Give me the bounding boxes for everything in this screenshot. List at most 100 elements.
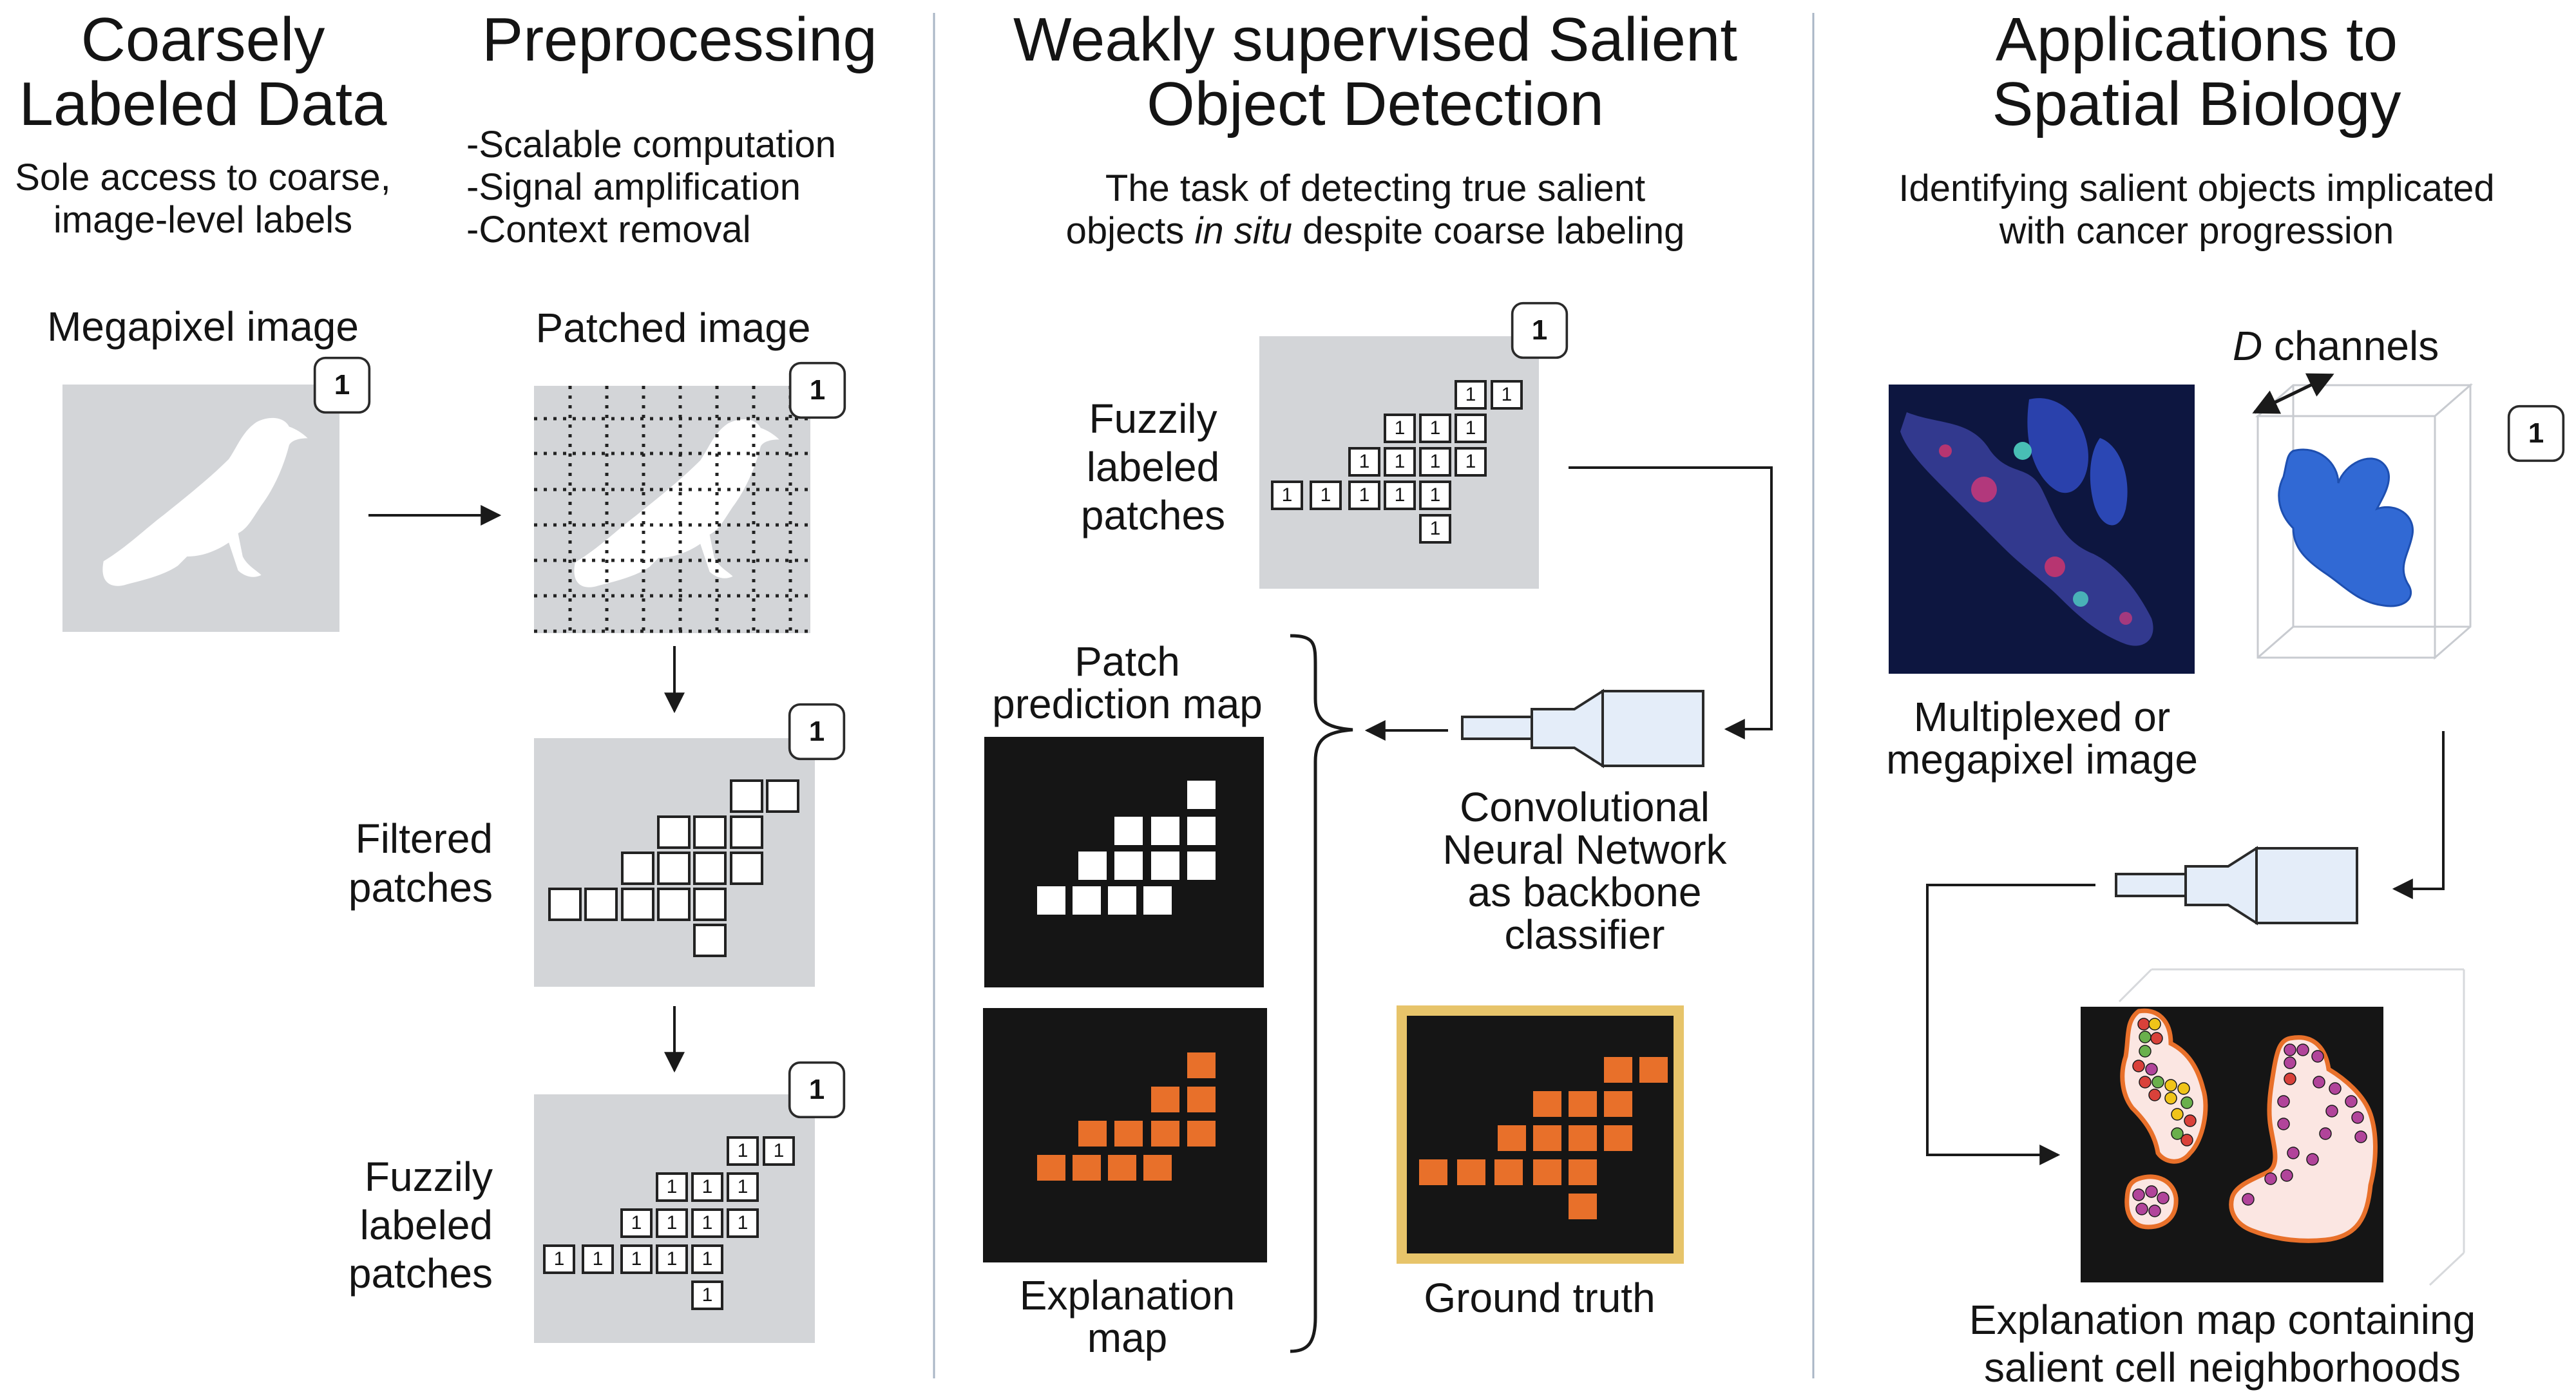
- badge-label: 1: [809, 374, 826, 406]
- channels-text: channels: [2262, 323, 2439, 369]
- patch-label: 1: [701, 1284, 713, 1306]
- wsod-fuzzy-label-line1: Fuzzily: [1089, 395, 1217, 442]
- patch-label: 1: [1394, 484, 1406, 506]
- patch-label: 1: [553, 1248, 565, 1270]
- patch-label: 1: [1429, 518, 1441, 539]
- patch-label: 1: [1394, 451, 1406, 472]
- patch-label: 1: [737, 1212, 749, 1233]
- fuzzy-patch-boxes: [543, 1136, 795, 1310]
- ground-truth-patches: [1419, 1057, 1668, 1219]
- tissue-signal: [1900, 398, 2153, 646]
- badge-label: 1: [808, 716, 825, 747]
- wsod-fuzzy-label-line3: patches: [1080, 492, 1226, 538]
- patch-label: 1: [631, 1248, 642, 1270]
- channels-var: D: [2233, 323, 2263, 369]
- preprocessing-bullet-1: -Scalable computation: [466, 124, 836, 166]
- patch-label: 1: [666, 1248, 678, 1270]
- patch-label: 1: [1359, 451, 1370, 472]
- coarse-title-line1: Coarsely: [81, 5, 325, 74]
- patch-label: 1: [666, 1176, 678, 1197]
- cnn-label-line2: Neural Network: [1442, 826, 1727, 873]
- connector-to-cnn: [1569, 466, 1773, 739]
- patch-label: 1: [1501, 384, 1512, 405]
- cnn-funnel-icon: [2115, 847, 2358, 924]
- patch-label: 1: [1281, 484, 1293, 506]
- prep-fuzzy-label-line3: patches: [348, 1250, 493, 1297]
- wsod-subtitle-pre: objects: [1065, 210, 1195, 252]
- prediction-patches: [1037, 781, 1216, 915]
- patch-prediction-label-line2: prediction map: [992, 681, 1263, 727]
- patch-label: 1: [1429, 484, 1441, 506]
- prep-fuzzy-label-line1: Fuzzily: [364, 1154, 493, 1200]
- multiplexed-label-line1: Multiplexed or: [1913, 694, 2171, 740]
- channels-label: D channels: [2233, 322, 2439, 370]
- cnn-label-line3: as backbone: [1467, 869, 1702, 915]
- spatial-explanation-label-line2: salient cell neighborhoods: [1983, 1344, 2461, 1391]
- patch-label: 1: [1394, 417, 1406, 439]
- explanation-map-label-line2: map: [1087, 1315, 1168, 1361]
- preprocessing-title: Preprocessing: [482, 5, 877, 74]
- explanation-patches: [1037, 1052, 1216, 1181]
- patch-label: 1: [1320, 484, 1331, 506]
- patch-label: 1: [1359, 484, 1370, 506]
- coarse-title-line2: Labeled Data: [19, 70, 387, 138]
- patch-label: 1: [1429, 417, 1441, 439]
- ground-truth-label: Ground truth: [1424, 1275, 1655, 1321]
- patch-grid: [534, 386, 810, 633]
- patch-label: 1: [1429, 451, 1441, 472]
- patch-label: 1: [631, 1212, 642, 1233]
- patch-prediction-label-line1: Patch: [1074, 638, 1180, 685]
- patch-label: 1: [701, 1248, 713, 1270]
- patch-label: 1: [1465, 384, 1476, 405]
- patch-label: 1: [592, 1248, 604, 1270]
- spatial-title-line2: Spatial Biology: [1992, 70, 2401, 138]
- spatial-subtitle-line1: Identifying salient objects implicated: [1898, 167, 2495, 209]
- patch-label: 1: [1465, 451, 1476, 472]
- wsod-title-line1: Weakly supervised Salient: [1013, 5, 1738, 74]
- explanation-cube-frame: [2118, 968, 2465, 1286]
- patch-label: 1: [701, 1212, 713, 1233]
- wsod-subtitle-post: despite coarse labeling: [1292, 210, 1685, 252]
- preprocessing-bullet-2: -Signal amplification: [466, 166, 801, 208]
- cnn-label-line4: classifier: [1504, 911, 1665, 958]
- patch-label: 1: [737, 1176, 749, 1197]
- filtered-patch-boxes: [548, 779, 799, 957]
- explanation-map-label-line1: Explanation: [1019, 1272, 1236, 1318]
- neighborhood-cells: [2132, 1018, 2367, 1217]
- badge-label: 1: [1531, 314, 1548, 346]
- multiplexed-label-line2: megapixel image: [1886, 736, 2198, 783]
- spatial-subtitle-line2: with cancer progression: [1999, 210, 2394, 252]
- patch-label: 1: [666, 1212, 678, 1233]
- filtered-label-line2: patches: [348, 864, 493, 911]
- coarse-subtitle-line2: image-level labels: [53, 199, 353, 241]
- megapixel-image-label: Megapixel image: [47, 303, 359, 350]
- coarse-subtitle-line1: Sole access to coarse,: [15, 157, 391, 198]
- connector-to-explanation: [1926, 884, 2095, 1165]
- wsod-title-line2: Object Detection: [1147, 70, 1604, 138]
- wsod-subtitle-line1: The task of detecting true salient: [1105, 167, 1646, 209]
- spatial-title-line1: Applications to: [1995, 5, 2398, 74]
- wsod-fuzzy-patch-boxes: [1271, 380, 1523, 544]
- curly-brace-icon: [1290, 634, 1353, 1353]
- filtered-label-line1: Filtered: [355, 815, 493, 862]
- patched-image-label: Patched image: [535, 305, 811, 351]
- connector-to-spatial-cnn: [2392, 731, 2445, 899]
- badge-label: 1: [334, 369, 350, 401]
- spatial-explanation-label-line1: Explanation map containing: [1969, 1297, 2476, 1343]
- badge-label: 1: [2528, 417, 2544, 449]
- patch-label: 1: [773, 1140, 785, 1161]
- preprocessing-bullet-3: -Context removal: [466, 209, 751, 251]
- patch-label: 1: [1465, 417, 1476, 439]
- wsod-subtitle-line2: objects in situ despite coarse labeling: [947, 210, 1804, 252]
- cnn-funnel-icon: [1461, 690, 1704, 767]
- badge-label: 1: [808, 1074, 825, 1105]
- channels-arrow: [2252, 373, 2334, 414]
- wsod-fuzzy-label-line2: labeled: [1086, 444, 1220, 490]
- patch-label: 1: [737, 1140, 749, 1161]
- patch-label: 1: [701, 1176, 713, 1197]
- wsod-subtitle-em: in situ: [1194, 210, 1292, 252]
- cnn-label-line1: Convolutional: [1460, 784, 1710, 830]
- tissue-3d-shape: [2278, 448, 2414, 607]
